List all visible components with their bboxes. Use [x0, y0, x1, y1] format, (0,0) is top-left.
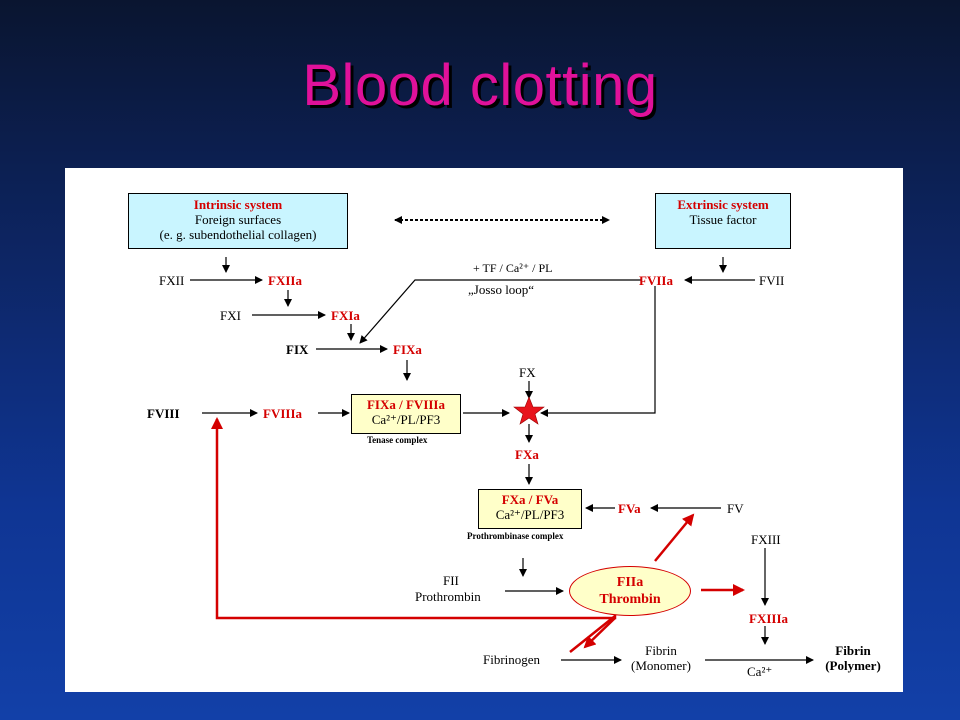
prothrombinase-line2: Ca²⁺/PL/PF3 — [495, 506, 565, 522]
josso-loop-label: „Josso loop“ — [468, 282, 535, 297]
fibrin-polymer: Fibrin (Polymer) — [813, 643, 893, 674]
label-fxa: FXa — [515, 447, 539, 462]
label-prothrombin: Prothrombin — [415, 589, 481, 604]
label-fix: FIX — [286, 342, 309, 357]
arrow-josso-loop — [359, 279, 641, 344]
tenase-line2: Ca²⁺/PL/PF3 — [371, 411, 441, 427]
extrinsic-line1: Tissue factor — [689, 211, 757, 227]
thrombin-feedback-arrow — [211, 417, 617, 653]
label-calcium: Ca²⁺ — [747, 664, 773, 679]
label-fx: FX — [519, 365, 536, 380]
thrombin-line2: Thrombin — [599, 592, 661, 607]
label-fii: FII — [443, 573, 459, 588]
prothrombinase-caption: Prothrombinase complex — [467, 531, 564, 541]
label-fxiia: FXIIa — [268, 273, 302, 288]
label-fviii: FVIII — [147, 406, 180, 421]
thrombin-to-fibrinogen-arrow — [583, 617, 616, 649]
label-fviia: FVIIa — [639, 273, 673, 288]
extrinsic-system-box: Extrinsic system Tissue factor — [655, 193, 791, 249]
josso-cofactors: + TF / Ca²⁺ / PL — [473, 261, 553, 275]
intrinsic-line2: (e. g. subendothelial collagen) — [159, 226, 317, 242]
label-fviiia: FVIIIa — [263, 406, 303, 421]
fibrin-monomer-line1: Fibrin — [645, 643, 677, 658]
fibrin-polymer-line2: (Polymer) — [825, 657, 881, 673]
intrinsic-heading: Intrinsic system — [193, 197, 283, 212]
label-fxiii: FXIII — [751, 532, 781, 547]
tenase-caption: Tenase complex — [367, 435, 428, 445]
tenase-line1: FIXa / FVIIIa — [366, 397, 445, 412]
intrinsic-line1: Foreign surfaces — [194, 211, 282, 227]
diagram-arrows — [190, 216, 814, 664]
arrow-fviia-fx — [540, 286, 656, 417]
fibrin-monomer: Fibrin (Monomer) — [620, 643, 702, 674]
label-fxii: FXII — [159, 273, 185, 288]
label-fxi: FXI — [220, 308, 241, 323]
label-fibrinogen: Fibrinogen — [483, 652, 541, 667]
label-fxia: FXIa — [331, 308, 360, 323]
label-fixa: FIXa — [393, 342, 422, 357]
intrinsic-system-box: Intrinsic system Foreign surfaces (e. g.… — [128, 193, 348, 249]
thrombin-node: FIIa Thrombin — [569, 566, 691, 616]
prothrombinase-line1: FXa / FVa — [501, 492, 559, 507]
label-fva: FVa — [618, 501, 641, 516]
tenase-complex-box: FIXa / FVIIIa Ca²⁺/PL/PF3 — [351, 394, 461, 434]
prothrombinase-complex-box: FXa / FVa Ca²⁺/PL/PF3 — [478, 489, 582, 529]
fibrin-polymer-line1: Fibrin — [835, 643, 871, 658]
activation-star — [513, 396, 545, 425]
label-fvii: FVII — [759, 273, 785, 288]
slide-title: Blood clotting — [302, 53, 658, 118]
thrombin-line1: FIIa — [616, 575, 644, 590]
fibrin-monomer-line2: (Monomer) — [631, 657, 691, 673]
extrinsic-heading: Extrinsic system — [677, 197, 769, 212]
thrombin-to-fva-arrow — [654, 513, 695, 562]
label-fv: FV — [727, 501, 744, 516]
coagulation-diagram: Intrinsic system Foreign surfaces (e. g.… — [65, 168, 903, 692]
label-fxiiia: FXIIIa — [749, 611, 789, 626]
